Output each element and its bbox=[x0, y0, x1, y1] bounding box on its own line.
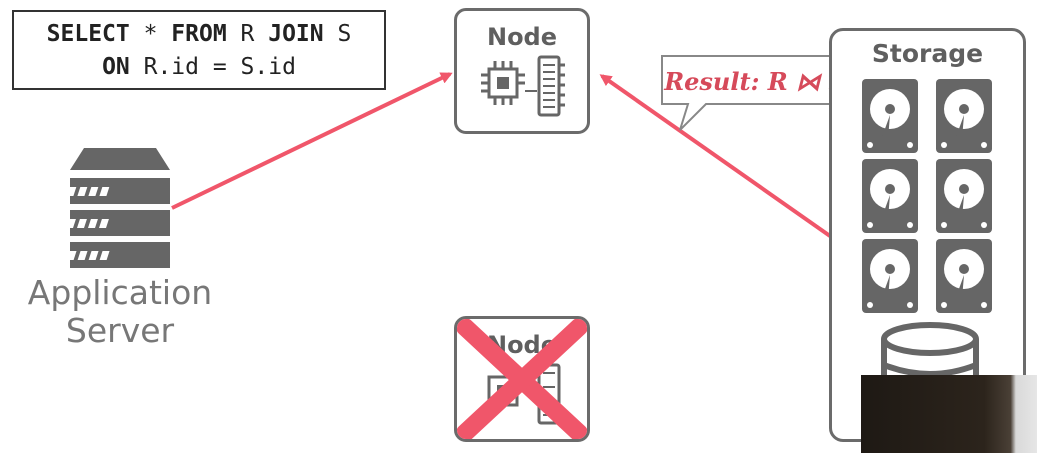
sql-line-2: ON R.id = S.id bbox=[14, 51, 384, 84]
node-title: Node bbox=[486, 23, 558, 51]
sql-keyword: ON bbox=[102, 54, 130, 80]
result-callout-text: Result: R ⋈ S bbox=[663, 67, 846, 96]
application-server-label: Application Server bbox=[0, 274, 240, 350]
app-label-line-1: Application bbox=[27, 273, 213, 312]
hard-disk-icon bbox=[936, 79, 992, 153]
cpu-icon bbox=[481, 61, 537, 105]
sql-text: R.id = S.id bbox=[129, 54, 296, 80]
sql-keyword: SELECT bbox=[46, 21, 130, 47]
storage-title: Storage bbox=[871, 39, 984, 68]
sql-text: * bbox=[129, 21, 172, 47]
storage-box: Storage bbox=[829, 28, 1026, 442]
hard-disk-icon bbox=[862, 159, 918, 233]
hard-disk-icon bbox=[936, 159, 992, 233]
presenter-video-overlay bbox=[861, 375, 1037, 453]
sql-keyword: FROM bbox=[171, 21, 227, 47]
node-active: Node bbox=[454, 8, 590, 134]
sql-keyword: JOIN bbox=[268, 21, 324, 47]
sql-text: R bbox=[226, 21, 269, 47]
hard-disk-icon bbox=[936, 239, 992, 313]
server-icon bbox=[66, 148, 170, 268]
sql-line-1: SELECT * FROM R JOIN S bbox=[14, 18, 384, 51]
result-callout: Result: R ⋈ S bbox=[661, 55, 849, 131]
query-arrow bbox=[171, 72, 453, 210]
node-failed: Node bbox=[454, 316, 590, 442]
sql-query-box: SELECT * FROM R JOIN S ON R.id = S.id bbox=[12, 10, 386, 90]
result-arrow bbox=[599, 74, 832, 238]
sql-text: S bbox=[323, 21, 352, 47]
hard-disk-icon bbox=[862, 239, 918, 313]
cpu-memory-icon bbox=[481, 55, 565, 117]
hard-disk-icon bbox=[862, 79, 918, 153]
memory-icon bbox=[537, 55, 565, 117]
app-label-line-2: Server bbox=[65, 311, 175, 350]
failure-cross-icon bbox=[457, 319, 587, 439]
